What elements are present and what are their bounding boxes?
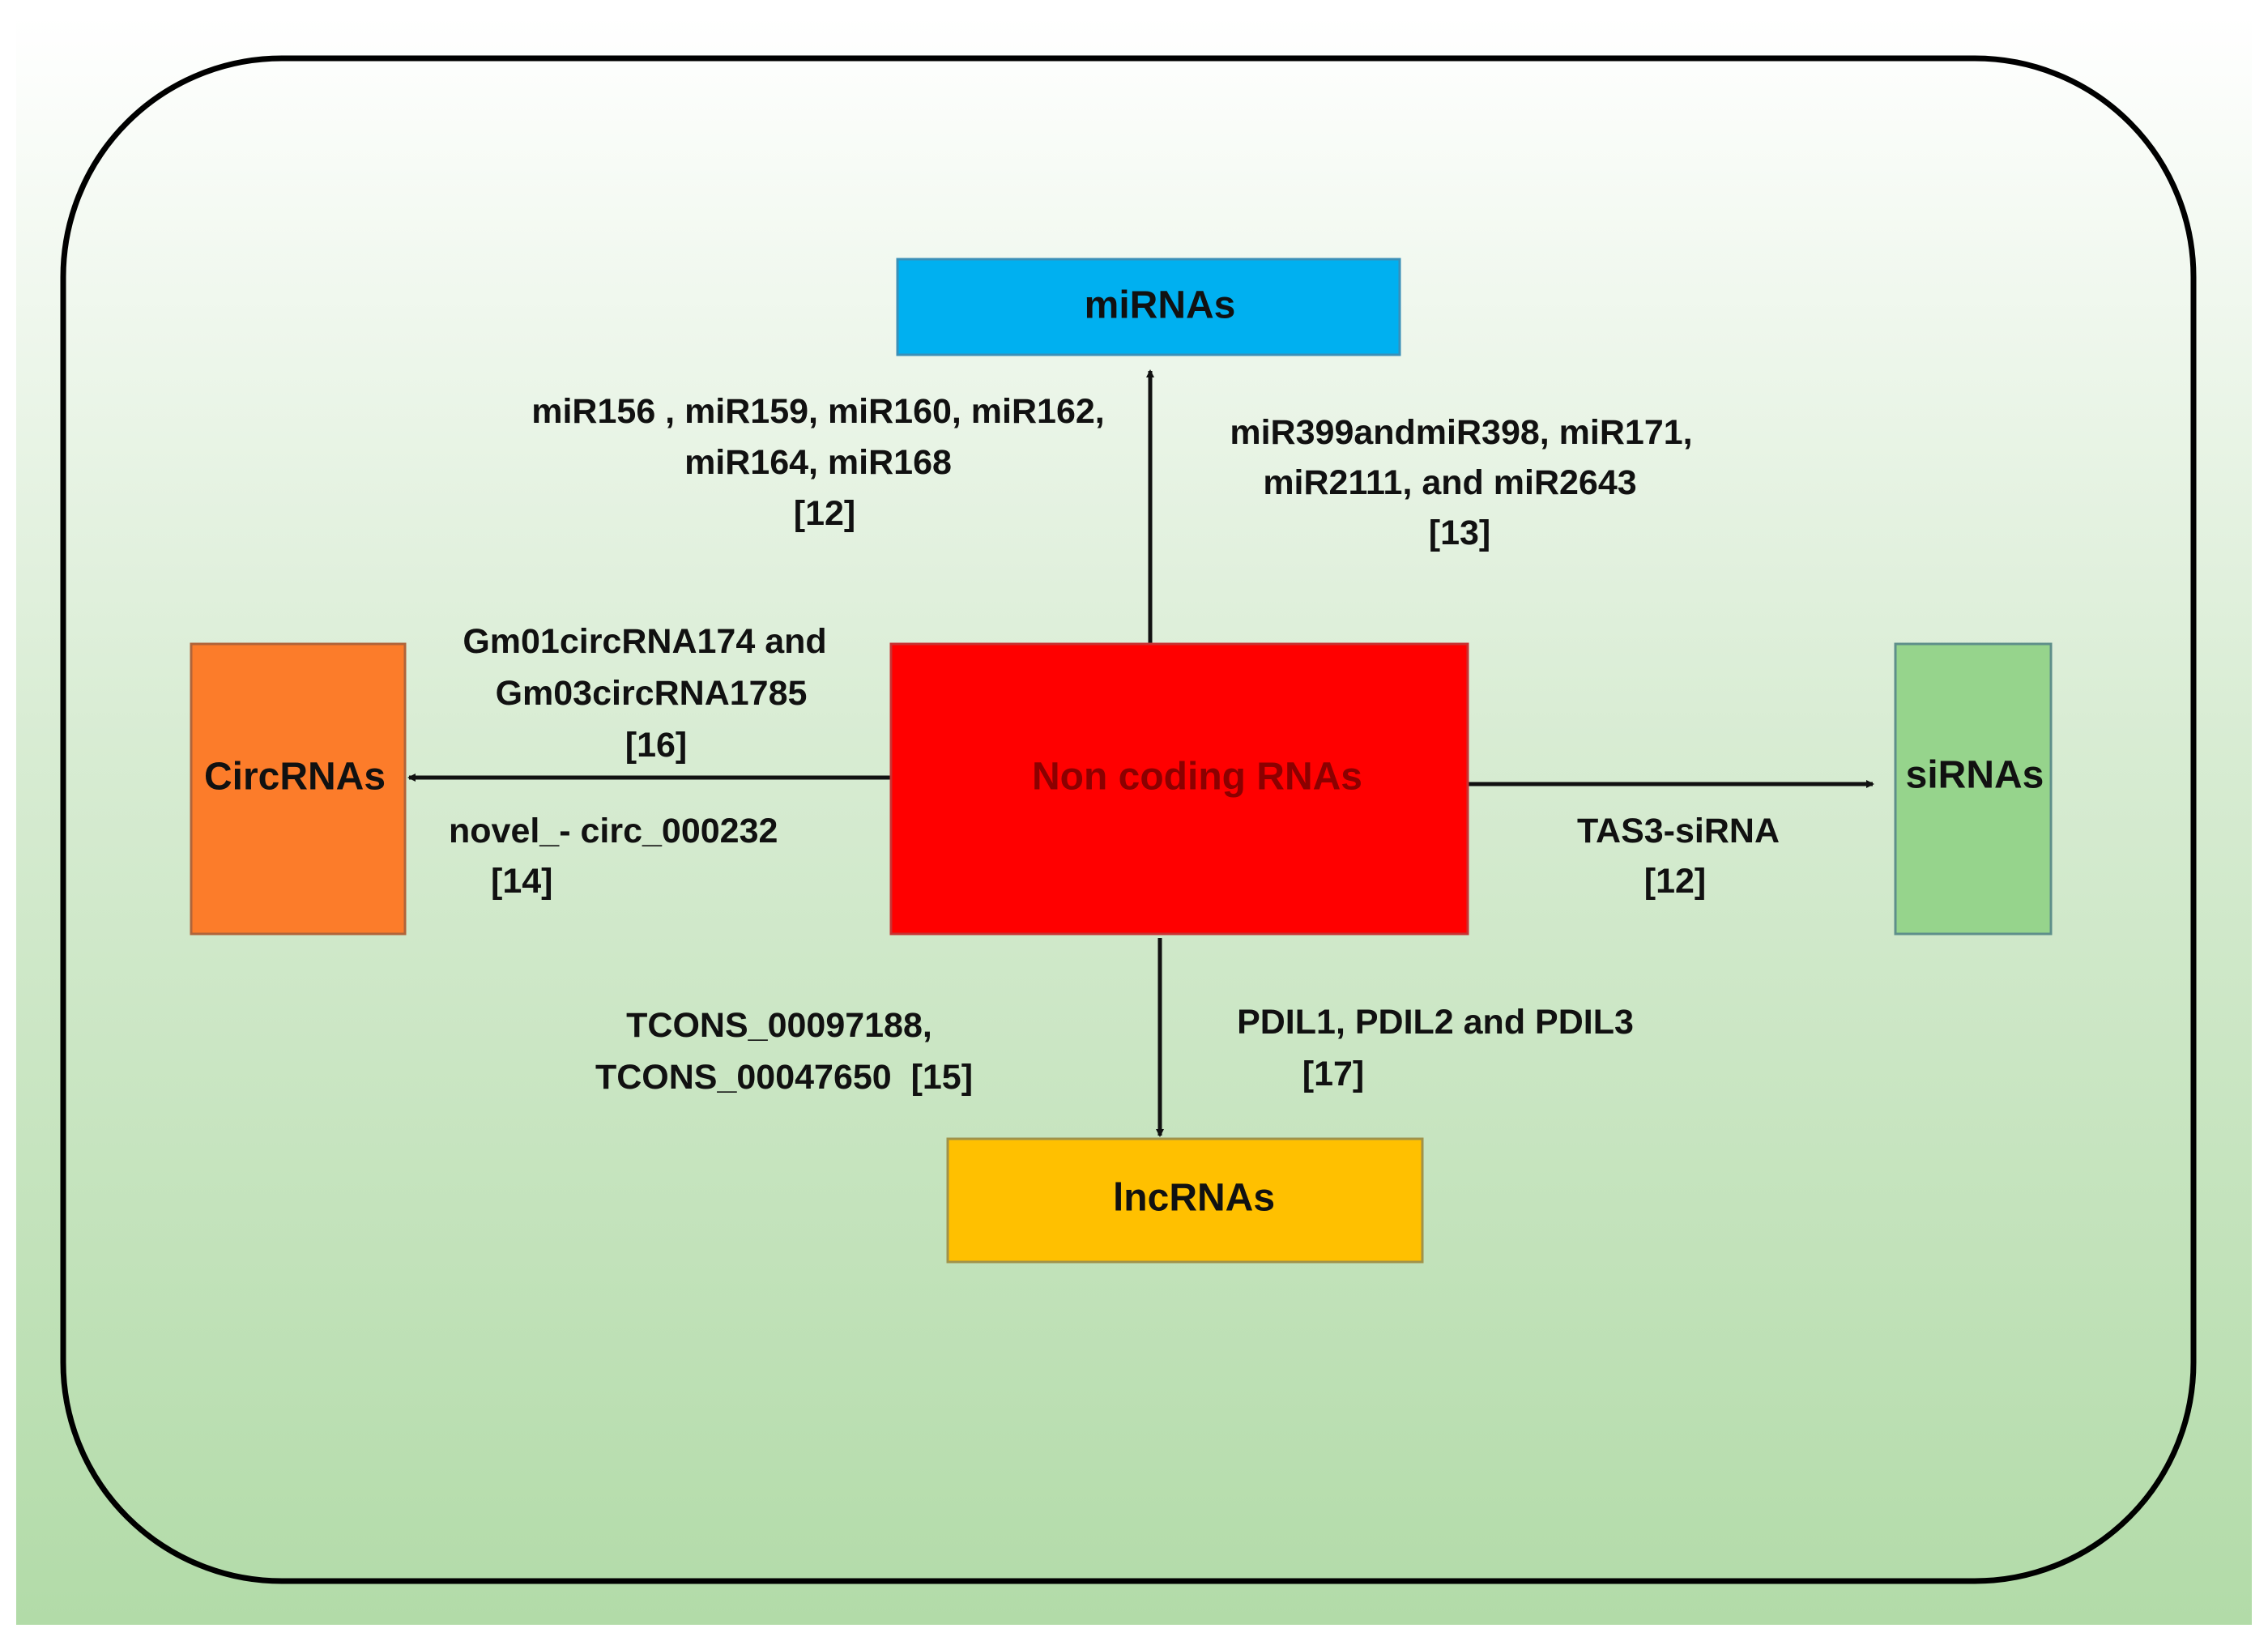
edge-label-line: miR2111, and miR2643 [1263, 463, 1636, 502]
node-lncrnas: lncRNAs [946, 1137, 1424, 1264]
edge-label-line: [14] [491, 862, 552, 901]
edge-label-line: Gm03circRNA1785 [496, 674, 808, 713]
center-box [889, 642, 1469, 936]
lncrnas-box [946, 1137, 1424, 1264]
edge-label-line: TCONS_00047650 [15] [595, 1058, 973, 1097]
edge-label-line: [12] [794, 494, 855, 533]
circrnas-box [190, 642, 407, 936]
edge-label-circ-top: Gm01circRNA174 and Gm03circRNA1785 [16] [463, 622, 826, 765]
edge-label-line: TCONS_00097188, [626, 1006, 932, 1045]
mirnas-label: miRNAs [1085, 284, 1236, 327]
node-sirnas: siRNAs [1894, 642, 2053, 936]
lncrnas-label: lncRNAs [1113, 1177, 1275, 1220]
sirnas-label: siRNAs [1906, 754, 2044, 797]
circrnas-label: CircRNAs [204, 756, 386, 799]
mirnas-box [896, 258, 1401, 356]
edge-label-line: [17] [1302, 1055, 1364, 1093]
edge-label-lnc-right: PDIL1, PDIL2 and PDIL3 [17] [1237, 1003, 1634, 1093]
edge-label-line: Gm01circRNA174 and [463, 622, 826, 661]
edge-label-mirna-right: miR399andmiR398, miR171, miR2111, and mi… [1230, 413, 1692, 552]
edge-label-line: miR399andmiR398, miR171, [1230, 413, 1692, 452]
edge-label-lnc-left: TCONS_00097188, TCONS_00047650 [15] [595, 1006, 973, 1097]
edge-label-line: TAS3-siRNA [1577, 812, 1780, 850]
edge-label-line: [12] [1644, 862, 1706, 901]
edge-label-line: miR156 , miR159, miR160, miR162, [531, 392, 1104, 431]
edge-label-line: [16] [625, 726, 687, 765]
edge-label-circ-bottom: novel_- circ_000232 [14] [449, 812, 778, 901]
sirnas-box [1894, 642, 2053, 936]
edge-label-line: [13] [1429, 514, 1490, 552]
edge-label-line: novel_- circ_000232 [449, 812, 778, 850]
edge-label-line: miR164, miR168 [684, 443, 952, 482]
node-circrnas: CircRNAs [190, 642, 407, 936]
node-center: Non coding RNAs [889, 642, 1469, 936]
outer-frame [60, 55, 2197, 1584]
center-label: Non coding RNAs [1032, 756, 1362, 799]
edge-label-mirna-left: miR156 , miR159, miR160, miR162, miR164,… [531, 392, 1104, 533]
edge-label-line: PDIL1, PDIL2 and PDIL3 [1237, 1003, 1634, 1042]
edge-label-sirna: TAS3-siRNA [12] [1577, 812, 1780, 901]
node-mirnas: miRNAs [896, 258, 1401, 356]
